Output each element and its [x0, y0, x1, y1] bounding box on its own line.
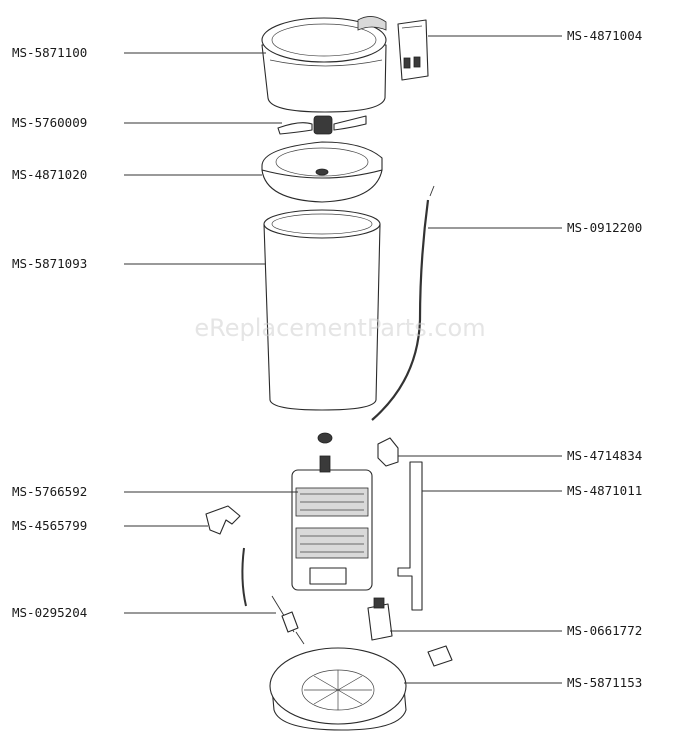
lever-part — [397, 461, 423, 611]
wire-part — [241, 547, 305, 645]
label-wire: MS-0295204 — [12, 605, 87, 620]
switch-cover-part — [397, 19, 429, 81]
switch-part — [367, 597, 453, 667]
motor-part — [291, 455, 373, 591]
lid-part — [261, 16, 387, 113]
label-base: MS-5871153 — [567, 675, 642, 690]
cable-part — [371, 185, 435, 421]
clip-part — [205, 505, 241, 535]
label-coupling: MS-4714834 — [567, 448, 642, 463]
base-part — [269, 647, 407, 731]
label-lid: MS-5871100 — [12, 45, 87, 60]
coupling-part — [317, 432, 399, 467]
label-motor: MS-5766592 — [12, 484, 87, 499]
watermark: eReplacementParts.com — [194, 314, 485, 342]
label-bowl: MS-4871020 — [12, 167, 87, 182]
leader-lines — [124, 35, 562, 684]
housing-part — [263, 209, 381, 411]
label-lever: MS-4871011 — [567, 483, 642, 498]
label-cable: MS-0912200 — [567, 220, 642, 235]
label-housing: MS-5871093 — [12, 256, 87, 271]
label-switch-cover: MS-4871004 — [567, 28, 642, 43]
label-blade: MS-5760009 — [12, 115, 87, 130]
blade-part — [277, 115, 367, 135]
label-switch: MS-0661772 — [567, 623, 642, 638]
bowl-part — [261, 141, 383, 203]
label-clip: MS-4565799 — [12, 518, 87, 533]
